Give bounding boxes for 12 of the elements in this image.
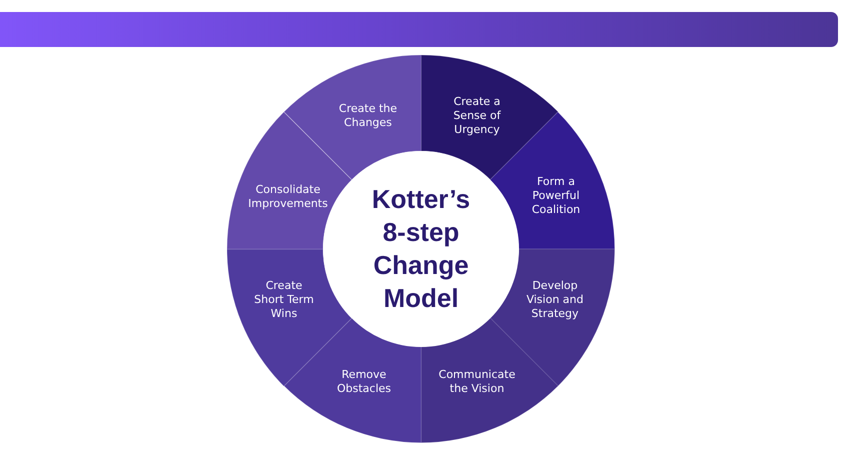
center-label: Kotter’s 8-step Change Model <box>370 183 472 315</box>
wheel-segment <box>284 318 421 443</box>
step-label: Consolidate Improvements <box>247 182 329 211</box>
wheel-segment <box>421 318 558 443</box>
step-label: Form a Powerful Coalition <box>530 174 582 217</box>
step-label: Create Short Term Wins <box>253 279 315 321</box>
wheel-segment <box>284 55 421 180</box>
step-label: Communicate the Vision <box>438 368 516 396</box>
step-label: Create the Changes <box>338 102 398 130</box>
step-label: Develop Vision and Strategy <box>525 279 584 321</box>
step-label: Remove Obstacles <box>336 368 392 396</box>
step-label: Create a Sense of Urgency <box>452 95 502 137</box>
